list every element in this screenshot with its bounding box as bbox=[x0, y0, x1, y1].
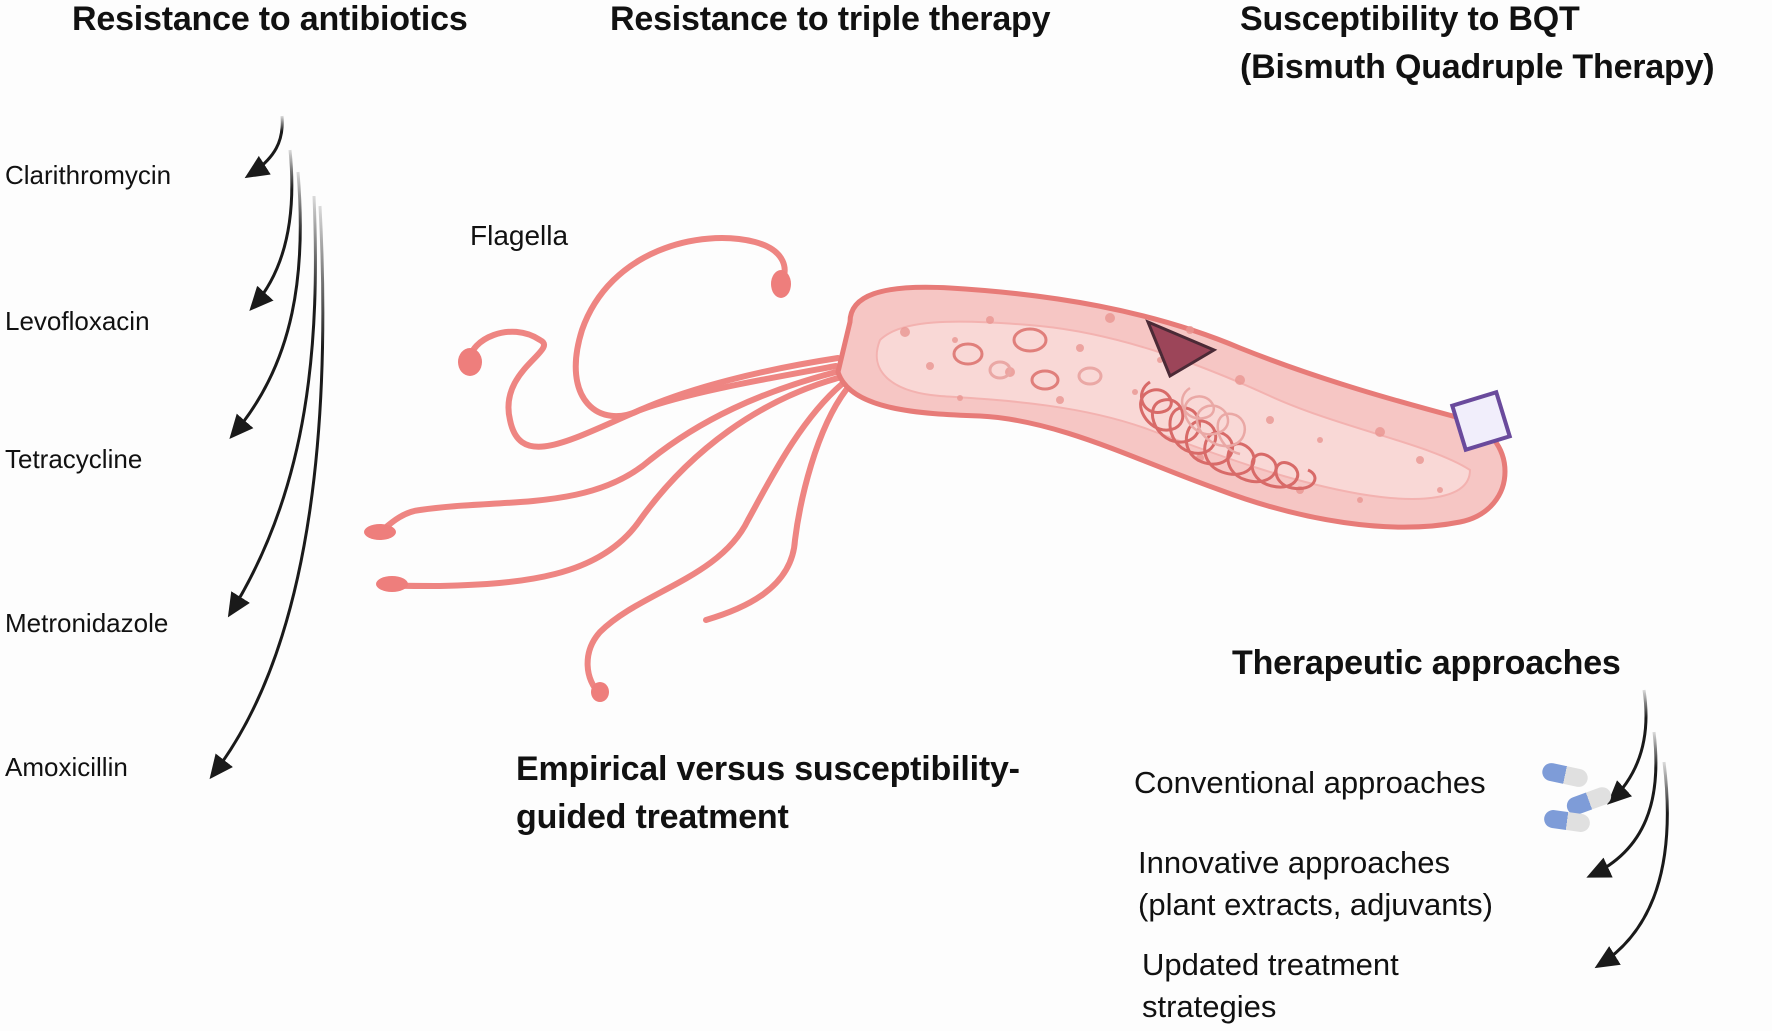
arrow-amoxicillin bbox=[209, 205, 325, 780]
flagellum-2 bbox=[467, 328, 839, 450]
heading-bismuth-quadruple: (Bismuth Quadruple Therapy) bbox=[1240, 48, 1715, 86]
antibiotic-tetracycline: Tetracycline bbox=[5, 444, 143, 474]
square-marker-icon bbox=[1449, 389, 1513, 453]
flagellum-3 bbox=[377, 369, 839, 535]
heading-empirical-line1: Empirical versus susceptibility- bbox=[516, 750, 1020, 788]
flagellum-4 bbox=[387, 375, 841, 590]
approach-updated-line2: strategies bbox=[1142, 989, 1277, 1024]
arrow-conventional bbox=[1607, 689, 1648, 805]
antibiotic-levofloxacin: Levofloxacin bbox=[5, 306, 150, 336]
heading-therapeutic-approaches: Therapeutic approaches bbox=[1232, 644, 1621, 682]
flagellum-5 bbox=[584, 381, 845, 697]
therapeutic-arrows bbox=[1586, 689, 1669, 969]
approach-conventional: Conventional approaches bbox=[1134, 765, 1486, 800]
flagella-label: Flagella bbox=[470, 220, 569, 251]
heading-empirical-line2: guided treatment bbox=[516, 798, 789, 836]
approach-innovative-line2: (plant extracts, adjuvants) bbox=[1138, 887, 1493, 922]
approach-innovative-line1: Innovative approaches bbox=[1138, 845, 1450, 880]
capsule-pills-icon bbox=[1542, 763, 1612, 832]
flagella bbox=[377, 235, 849, 697]
triangle-marker-icon bbox=[1145, 319, 1218, 379]
arrow-innovative bbox=[1586, 731, 1658, 878]
heading-resistance-antibiotics: Resistance to antibiotics bbox=[72, 0, 468, 38]
approach-updated-line1: Updated treatment bbox=[1142, 947, 1399, 982]
arrow-metronidazole bbox=[227, 195, 317, 618]
heading-susceptibility-bqt: Susceptibility to BQT bbox=[1240, 0, 1580, 38]
flagellum-6 bbox=[703, 387, 849, 623]
antibiotic-arrows bbox=[209, 115, 325, 780]
flagellum-1 bbox=[572, 235, 841, 419]
chromosome-coil bbox=[1139, 380, 1317, 491]
bacterium-body bbox=[835, 284, 1513, 530]
antibiotic-metronidazole: Metronidazole bbox=[5, 608, 169, 638]
arrow-levofloxacin bbox=[249, 149, 294, 311]
antibiotic-amoxicillin: Amoxicillin bbox=[5, 752, 128, 782]
heading-resistance-triple-therapy: Resistance to triple therapy bbox=[610, 0, 1051, 38]
arrow-clarithromycin bbox=[244, 115, 284, 179]
arrow-tetracycline bbox=[229, 171, 302, 440]
flagella-tips bbox=[364, 270, 791, 702]
arrow-updated bbox=[1594, 761, 1669, 969]
antibiotic-clarithromycin: Clarithromycin bbox=[5, 160, 172, 190]
